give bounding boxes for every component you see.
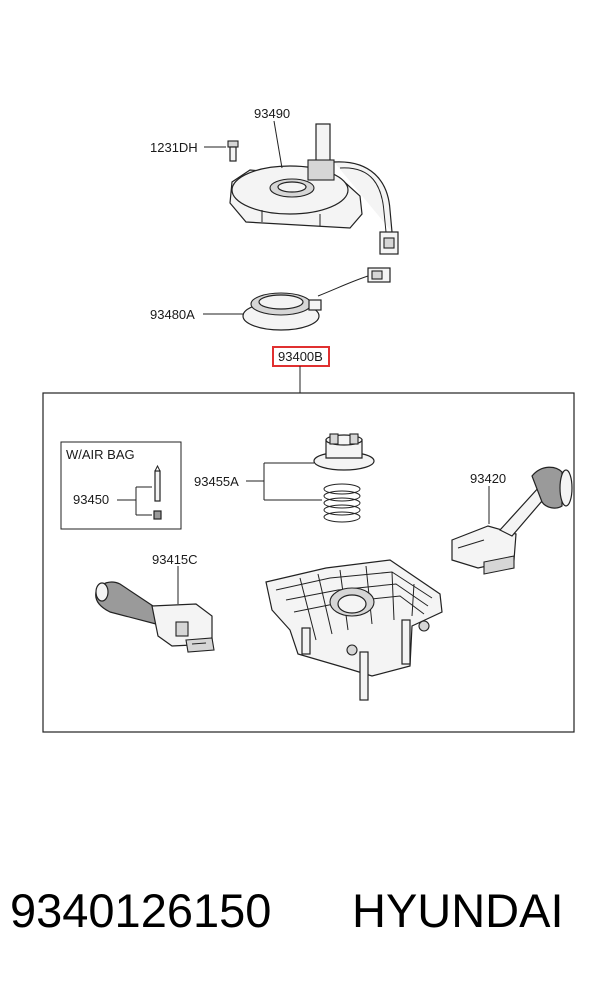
leader-93490	[273, 120, 283, 169]
assembly-frame	[42, 392, 575, 733]
return-spring-part	[323, 483, 361, 523]
clock-spring-part	[229, 123, 399, 255]
footer-brand: HYUNDAI	[352, 884, 564, 937]
bolt-part	[227, 140, 239, 162]
label-93420: 93420	[470, 471, 506, 486]
label-airbag-note: W/AIR BAG	[66, 447, 135, 462]
switch-body-part	[265, 559, 443, 701]
label-1231dh: 1231DH	[150, 140, 198, 155]
label-93455a: 93455A	[194, 474, 239, 489]
airbag-inset-frame	[60, 441, 182, 530]
label-93400b: 93400B	[278, 349, 323, 364]
leader-93455a	[246, 462, 322, 501]
label-93490: 93490	[254, 106, 290, 121]
label-93480a: 93480A	[150, 307, 195, 322]
wiper-switch-part	[451, 466, 573, 575]
footer-part-number: 9340126150	[10, 884, 271, 937]
highlight-box	[272, 346, 330, 367]
cancel-cam-part	[313, 433, 375, 471]
leader-93450	[117, 486, 152, 516]
label-93415c: 93415C	[152, 552, 198, 567]
light-switch-part	[95, 581, 215, 653]
horn-contact-part	[242, 267, 391, 331]
airbag-pins-part	[153, 464, 162, 520]
label-93450: 93450	[73, 492, 109, 507]
